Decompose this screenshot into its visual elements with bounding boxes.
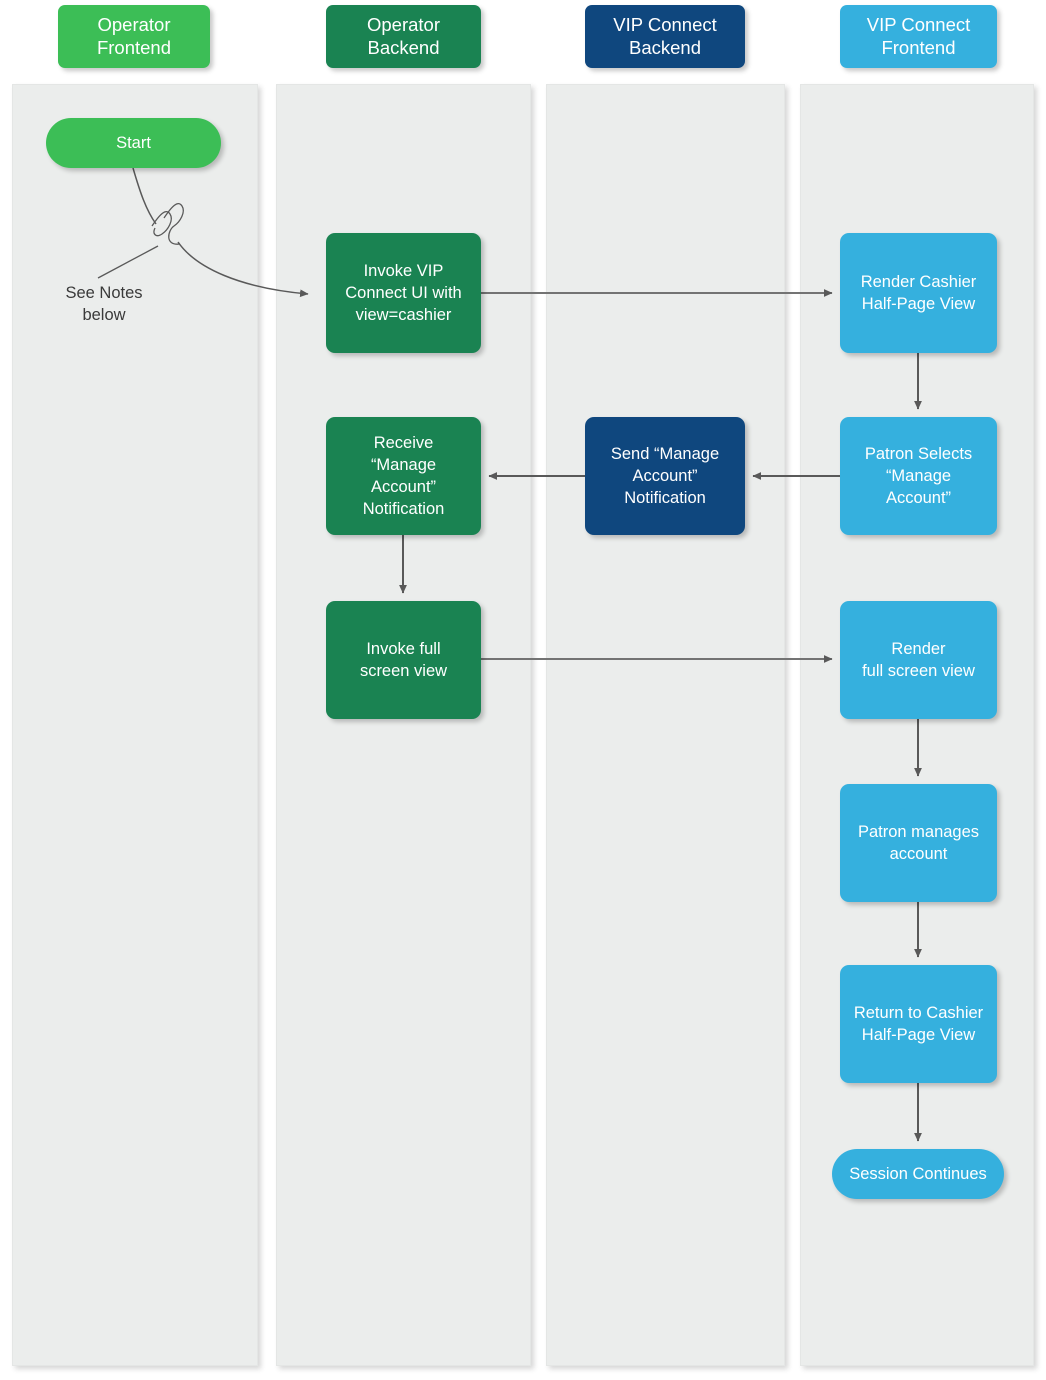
lane-header-vip-connect-backend[interactable]: VIP Connect Backend xyxy=(585,5,745,68)
node-receive-manage-account-notification[interactable]: Receive “Manage Account” Notification xyxy=(326,417,481,535)
lane-operator-frontend xyxy=(12,84,258,1366)
node-patron-selects-manage-account[interactable]: Patron Selects “Manage Account” xyxy=(840,417,997,535)
node-send-manage-account-notification[interactable]: Send “Manage Account” Notification xyxy=(585,417,745,535)
lane-vip-connect-backend xyxy=(546,84,785,1366)
node-start[interactable]: Start xyxy=(46,118,221,168)
node-invoke-full-screen-view[interactable]: Invoke full screen view xyxy=(326,601,481,719)
node-render-cashier-half-page-view[interactable]: Render Cashier Half-Page View xyxy=(840,233,997,353)
lane-header-operator-frontend[interactable]: Operator Frontend xyxy=(58,5,210,68)
node-invoke-vip-connect-ui[interactable]: Invoke VIP Connect UI with view=cashier xyxy=(326,233,481,353)
node-render-full-screen-view[interactable]: Render full screen view xyxy=(840,601,997,719)
node-patron-manages-account[interactable]: Patron manages account xyxy=(840,784,997,902)
annotation-see-notes-below: See Notes below xyxy=(65,284,143,324)
node-return-to-cashier-half-page-view[interactable]: Return to Cashier Half-Page View xyxy=(840,965,997,1083)
lane-header-operator-backend[interactable]: Operator Backend xyxy=(326,5,481,68)
node-session-continues[interactable]: Session Continues xyxy=(832,1149,1004,1199)
lane-header-vip-connect-frontend[interactable]: VIP Connect Frontend xyxy=(840,5,997,68)
